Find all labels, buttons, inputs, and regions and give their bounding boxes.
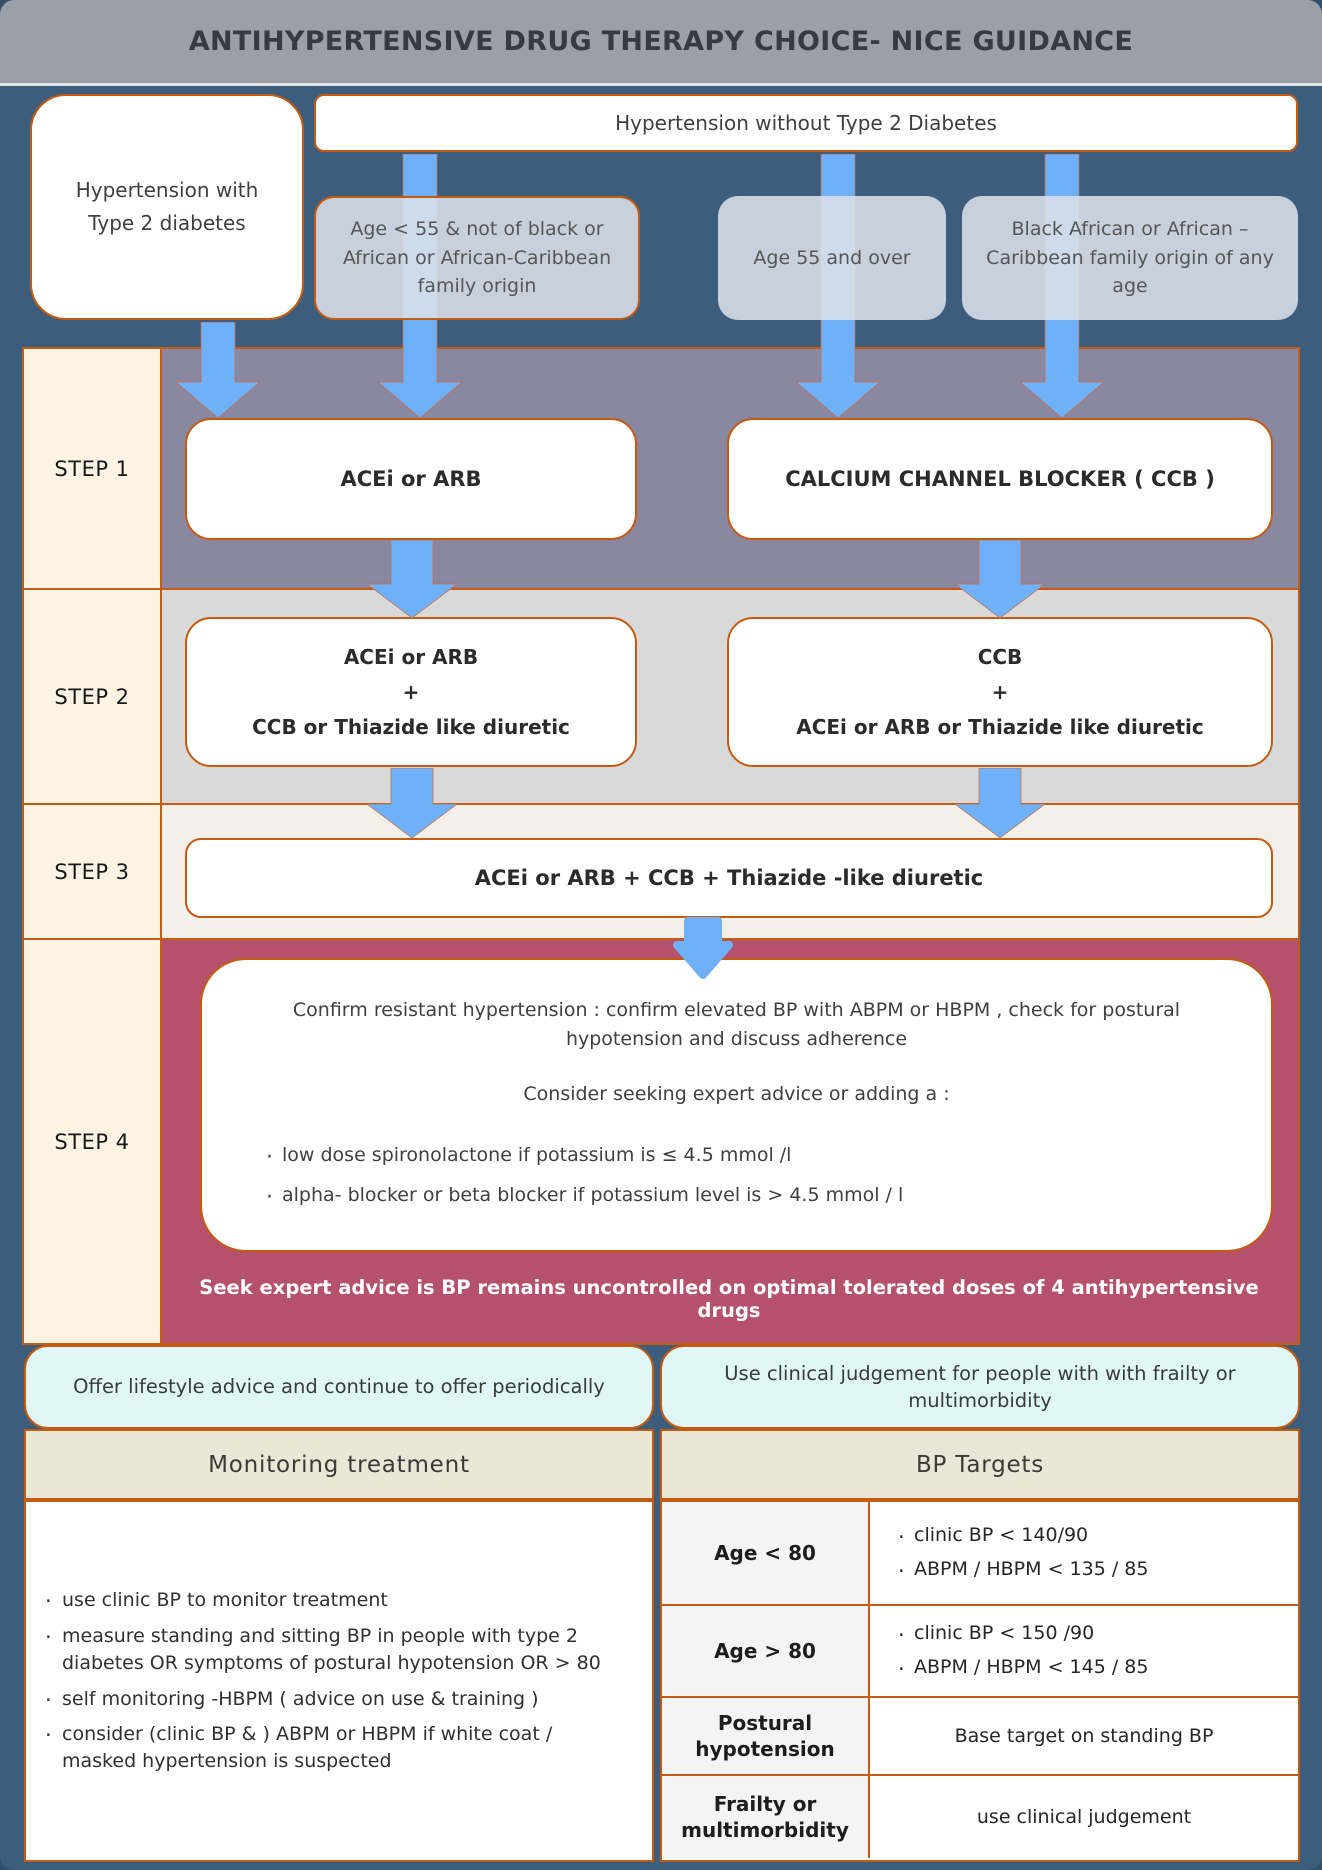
clinical-judgement-advice-text: Use clinical judgement for people with w… xyxy=(724,1361,1236,1412)
down-arrow-icon xyxy=(955,540,1045,618)
monitoring-bullet-list: use clinic BP to monitor treatment measu… xyxy=(42,1587,624,1776)
step1-acei-arb-box: ACEi or ARB xyxy=(185,418,637,540)
branch-age-55-over-box: Age 55 and over xyxy=(718,196,946,320)
monitoring-treatment-cell: use clinic BP to monitor treatment measu… xyxy=(24,1500,654,1862)
monitoring-bullet: consider (clinic BP & ) ABPM or HBPM if … xyxy=(42,1721,624,1775)
page-title: ANTIHYPERTENSIVE DRUG THERAPY CHOICE- NI… xyxy=(188,26,1134,57)
step4-bullet-list: low dose spironolactone if potassium is … xyxy=(264,1141,1209,1214)
step4-label: STEP 4 xyxy=(24,940,162,1343)
step4-paragraph-confirm: Confirm resistant hypertension : confirm… xyxy=(292,999,1181,1050)
branch-age-55-over-text: Age 55 and over xyxy=(753,246,911,269)
hypertension-with-diabetes-text: Hypertension with Type 2 diabetes xyxy=(75,178,259,235)
step4-expert-advice-warning: Seek expert advice is BP remains uncontr… xyxy=(199,1276,1259,1322)
step2-right-box: CCB + ACEi or ARB or Thiazide like diure… xyxy=(727,617,1273,767)
down-arrow-icon xyxy=(367,540,457,618)
monitoring-bullet: measure standing and sitting BP in peopl… xyxy=(42,1623,624,1677)
bp-row-value-postural-hypotension: Base target on standing BP xyxy=(954,1725,1214,1747)
bp-row-label-frailty: Frailty or multimorbidity xyxy=(662,1776,870,1858)
step4-bullet-spironolactone: low dose spironolactone if potassium is … xyxy=(264,1141,1209,1173)
down-arrow-icon xyxy=(367,768,457,838)
bp-row-label-age-under-80: Age < 80 xyxy=(662,1502,870,1604)
monitoring-bullet: self monitoring -HBPM ( advice on use & … xyxy=(42,1686,624,1716)
branch-age-under-55-box: Age < 55 & not of black or African or Af… xyxy=(314,196,640,320)
bp-row-value-age-under-80: clinic BP < 140/90 ABPM / HBPM < 135 / 8… xyxy=(870,1502,1298,1604)
bp-row-label-age-over-80: Age > 80 xyxy=(662,1606,870,1696)
hypertension-without-diabetes-box: Hypertension without Type 2 Diabetes xyxy=(314,94,1298,152)
down-arrow-icon xyxy=(176,322,260,418)
step1-ccb-box: CALCIUM CHANNEL BLOCKER ( CCB ) xyxy=(727,418,1273,540)
bp-row-value-frailty: use clinical judgement xyxy=(976,1806,1192,1828)
step1-label: STEP 1 xyxy=(24,349,162,588)
step4-bullet-alpha-beta-blocker: alpha- blocker or beta blocker if potass… xyxy=(264,1181,1209,1213)
step4-paragraph-consider: Consider seeking expert advice or adding… xyxy=(523,1083,950,1105)
step4-resistant-hypertension-box: Confirm resistant hypertension : confirm… xyxy=(200,958,1273,1252)
bp-targets-header: BP Targets xyxy=(660,1429,1300,1500)
monitoring-bullet: use clinic BP to monitor treatment xyxy=(42,1587,624,1617)
branch-black-african-text: Black African or African – Caribbean fam… xyxy=(986,218,1274,298)
hypertension-with-diabetes-box: Hypertension with Type 2 diabetes xyxy=(30,94,304,320)
table-row: Frailty or multimorbidity use clinical j… xyxy=(662,1774,1298,1858)
down-arrow-icon xyxy=(673,917,733,979)
bp-targets-table: Age < 80 clinic BP < 140/90 ABPM / HBPM … xyxy=(660,1500,1300,1862)
step2-label: STEP 2 xyxy=(24,590,162,803)
title-bar: ANTIHYPERTENSIVE DRUG THERAPY CHOICE- NI… xyxy=(0,0,1322,86)
lifestyle-advice-text: Offer lifestyle advice and continue to o… xyxy=(73,1375,605,1399)
bp-row-label-postural-hypotension: Postural hypotension xyxy=(662,1698,870,1774)
monitoring-treatment-header: Monitoring treatment xyxy=(24,1429,654,1500)
step2-left-box: ACEi or ARB + CCB or Thiazide like diure… xyxy=(185,617,637,767)
step3-combination-box: ACEi or ARB + CCB + Thiazide -like diure… xyxy=(185,838,1273,918)
down-arrow-icon xyxy=(955,768,1045,838)
table-row: Postural hypotension Base target on stan… xyxy=(662,1696,1298,1774)
bp-row-value-age-over-80: clinic BP < 150 /90 ABPM / HBPM < 145 / … xyxy=(870,1606,1298,1696)
lifestyle-advice-box: Offer lifestyle advice and continue to o… xyxy=(24,1345,654,1429)
hypertension-without-diabetes-text: Hypertension without Type 2 Diabetes xyxy=(615,111,997,135)
branch-black-african-box: Black African or African – Caribbean fam… xyxy=(962,196,1298,320)
branch-age-under-55-text: Age < 55 & not of black or African or Af… xyxy=(342,218,612,298)
table-row: Age < 80 clinic BP < 140/90 ABPM / HBPM … xyxy=(662,1502,1298,1604)
clinical-judgement-advice-box: Use clinical judgement for people with w… xyxy=(660,1345,1300,1429)
step3-label: STEP 3 xyxy=(24,805,162,938)
table-row: Age > 80 clinic BP < 150 /90 ABPM / HBPM… xyxy=(662,1604,1298,1696)
